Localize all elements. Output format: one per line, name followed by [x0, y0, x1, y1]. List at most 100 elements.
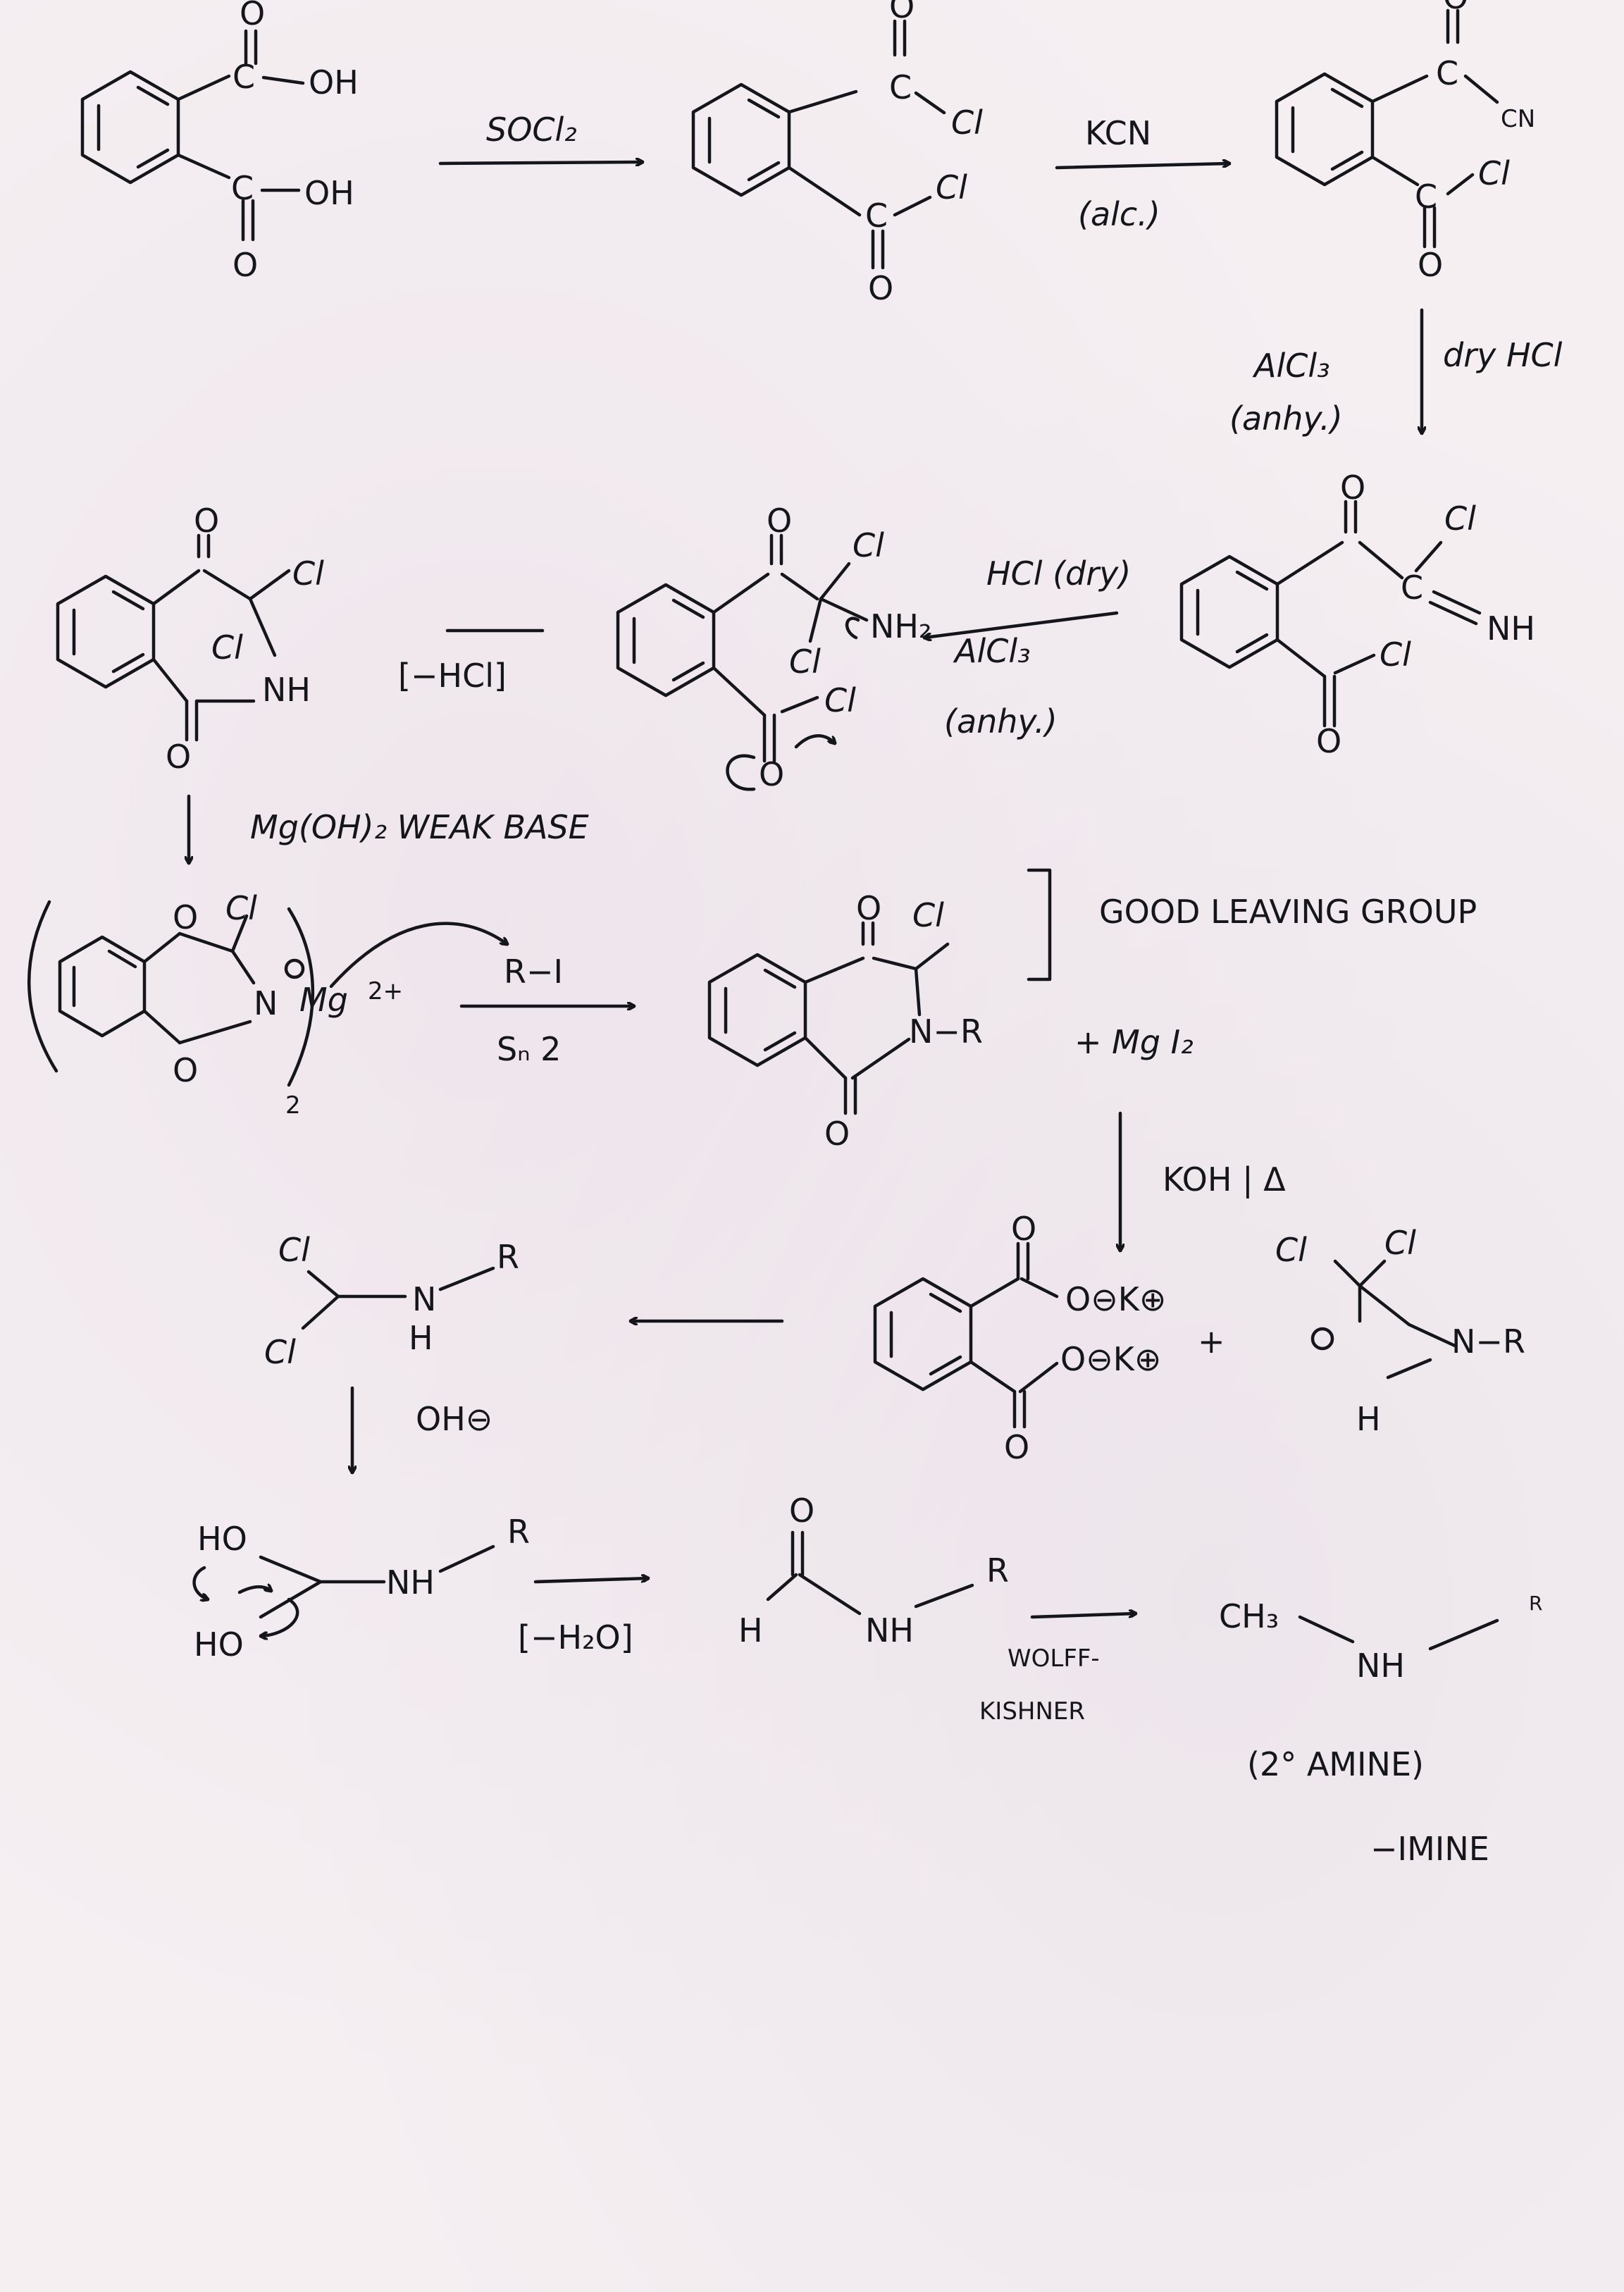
phthalate-structure — [873, 1241, 1059, 1429]
phthalic-oh-top: OH — [309, 63, 359, 101]
final-r: R — [1529, 1592, 1542, 1615]
phthalic-o-bottom: O — [233, 246, 258, 284]
cyanide-c-top: C — [1436, 54, 1458, 92]
acyl-o-bottom: O — [868, 269, 893, 307]
anion-h: H — [1356, 1400, 1381, 1438]
n-alkyl-nr: N−R — [909, 1012, 983, 1051]
acyl-cl-top: Cl — [951, 104, 983, 142]
charge-circle — [284, 958, 305, 979]
salt-subscript: 2 — [285, 1091, 301, 1120]
amine-nh2: NH₂ — [870, 607, 931, 645]
dehydration-label: [−H₂O] — [518, 1618, 633, 1656]
amine-h-center: H — [409, 1319, 433, 1357]
imine-structure — [1179, 500, 1482, 728]
imide-o-bottom: O — [166, 738, 191, 776]
byproduct-mgi2: + Mg I₂ — [1074, 1023, 1194, 1061]
phthalic-acid-structure — [80, 29, 305, 242]
acyl-o-top: O — [889, 0, 915, 25]
arrow-socl2 — [438, 162, 645, 163]
reagent-hcl-dry: HCl (dry) — [986, 555, 1131, 593]
amine-cl-3: Cl — [824, 681, 856, 719]
imine-o-bottom: O — [1316, 722, 1341, 760]
amine-r-center: R — [497, 1238, 519, 1276]
imine-c: C — [1401, 569, 1423, 607]
amine-n-center: N — [412, 1280, 436, 1318]
salt-o-bottom: O — [173, 1051, 198, 1089]
diol-r: R — [507, 1513, 530, 1551]
reagent-ri: R−I — [504, 953, 563, 991]
cyanide-cn: CN — [1501, 105, 1535, 133]
final-nh: NH — [1356, 1647, 1405, 1685]
cyanide-c-bottom: C — [1415, 178, 1437, 216]
acyl-c-bottom: C — [865, 197, 888, 235]
carboxylate-2: O⊖K⊕ — [1060, 1340, 1161, 1378]
imide-nh: NH — [262, 671, 311, 709]
n-alkyl-cl: Cl — [912, 896, 944, 934]
salt-charge: 2+ — [368, 977, 403, 1005]
amine-cl-b: Cl — [264, 1333, 296, 1371]
anion-charge-circle — [1310, 1327, 1334, 1351]
formamide-r: R — [986, 1551, 1009, 1590]
amine-o-top: O — [767, 502, 792, 540]
reagent-alcl3-1: AlCl₃ — [1252, 347, 1330, 385]
formamide-h: H — [738, 1611, 763, 1649]
dichloromethyl-amine-structure — [301, 1266, 495, 1330]
anion-n: N−R — [1451, 1322, 1525, 1361]
reagent-anhy-1: (anhy.) — [1229, 399, 1343, 438]
salt-mg: Mg — [299, 981, 348, 1019]
arrow-kcn — [1055, 163, 1232, 170]
arrow-wolff — [1030, 1613, 1138, 1619]
phthalic-oh-bottom: OH — [304, 174, 354, 212]
final-ch3: CH₃ — [1219, 1597, 1279, 1635]
anion-cl-1: Cl — [1275, 1231, 1307, 1269]
arrow-dehydration — [533, 1578, 650, 1584]
cyanide-o-bottom: O — [1418, 246, 1443, 284]
reagent-kcn: KCN — [1085, 114, 1151, 152]
reagent-socl2: SOCl₂ — [486, 111, 577, 149]
base-label: Mg(OH)₂ WEAK BASE — [250, 808, 589, 846]
acyl-c-top: C — [889, 68, 912, 106]
reagent-alc: (alc.) — [1078, 195, 1160, 233]
note-2-amine: (2° AMINE) — [1247, 1745, 1424, 1783]
imine-o-top: O — [1340, 469, 1365, 507]
diol-nh: NH — [386, 1563, 435, 1602]
phthalate-o-top: O — [1011, 1210, 1036, 1248]
amine-o-bottom: O — [759, 755, 784, 793]
reagent-dry-hcl: dry HCl — [1443, 336, 1563, 374]
anion-cl-2: Cl — [1384, 1224, 1416, 1262]
formamide-o: O — [789, 1492, 814, 1530]
plus-sign: + — [1198, 1322, 1225, 1361]
wolff-label-2: KISHNER — [979, 1697, 1085, 1726]
formamide-structure — [766, 1530, 974, 1616]
attack-arrow — [329, 922, 507, 989]
salt-cl: Cl — [225, 889, 257, 927]
salt-o-top: O — [173, 898, 198, 936]
formamide-nh: NH — [865, 1611, 914, 1649]
imide-o-top: O — [194, 502, 219, 540]
gem-diol-structure — [192, 1544, 495, 1636]
imine-nh: NH — [1487, 609, 1535, 648]
final-amine-structure — [1298, 1615, 1499, 1651]
phthalic-o-top: O — [240, 0, 265, 32]
electron-push-arrow — [794, 734, 835, 749]
note-imine: −IMINE — [1370, 1830, 1489, 1868]
phthalic-c-top: C — [233, 58, 255, 96]
koh-label: KOH | Δ — [1163, 1160, 1286, 1199]
cyanide-cl: Cl — [1478, 154, 1510, 192]
amine-cl-1: Cl — [853, 526, 884, 564]
amine-intermediate-structure — [616, 533, 869, 791]
diol-ho-1: HO — [197, 1520, 247, 1558]
imine-cl-top: Cl — [1444, 500, 1476, 538]
imide-cl-1: Cl — [292, 555, 324, 593]
sn2-label: Sₙ 2 — [497, 1030, 561, 1068]
phthalate-o-bottom: O — [1004, 1428, 1029, 1466]
n-alkyl-o-top: O — [856, 889, 881, 927]
cyclic-imide-structure — [56, 533, 291, 742]
salt-n: N — [254, 984, 278, 1022]
oh-label: OH⊖ — [416, 1400, 492, 1438]
phthaloyl-chloride-structure — [691, 19, 946, 270]
amide-anion-structure — [1333, 1259, 1457, 1380]
amine-cl-2: Cl — [789, 643, 821, 681]
